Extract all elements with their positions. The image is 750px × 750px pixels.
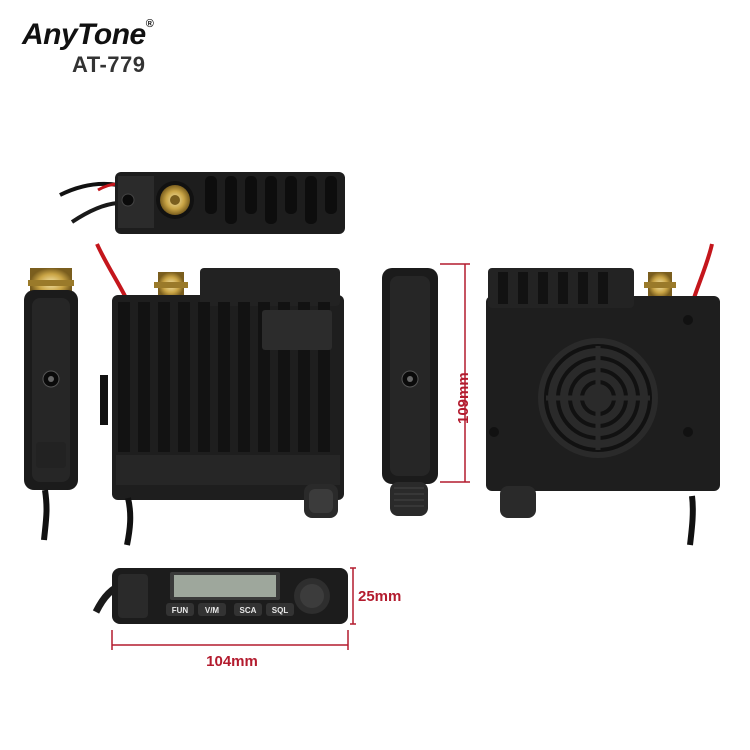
brand-logo: AnyTone® bbox=[22, 18, 154, 52]
volume-knob bbox=[300, 584, 324, 608]
height-dimension: 109mm bbox=[455, 372, 472, 424]
front-panel-radio: FUN V/M SCA SQL bbox=[92, 568, 348, 624]
right-side-view-radio bbox=[382, 268, 438, 516]
main-view-radio bbox=[95, 243, 344, 546]
brand-name: AnyTone bbox=[22, 18, 146, 51]
sql-button-label: SQL bbox=[272, 606, 289, 615]
vm-button-label: V/M bbox=[205, 606, 220, 615]
top-view-radio bbox=[59, 172, 345, 234]
fun-button-label: FUN bbox=[172, 606, 189, 615]
left-side-view-radio bbox=[24, 268, 108, 541]
dimension-lines bbox=[111, 263, 470, 650]
back-view-radio bbox=[486, 243, 720, 546]
model-number: AT-779 bbox=[72, 52, 146, 77]
width-dimension: 104mm bbox=[206, 653, 258, 670]
sca-button-label: SCA bbox=[240, 606, 257, 615]
depth-dimension: 25mm bbox=[358, 588, 401, 605]
registered-mark: ® bbox=[145, 18, 154, 30]
lcd-display bbox=[174, 575, 276, 597]
